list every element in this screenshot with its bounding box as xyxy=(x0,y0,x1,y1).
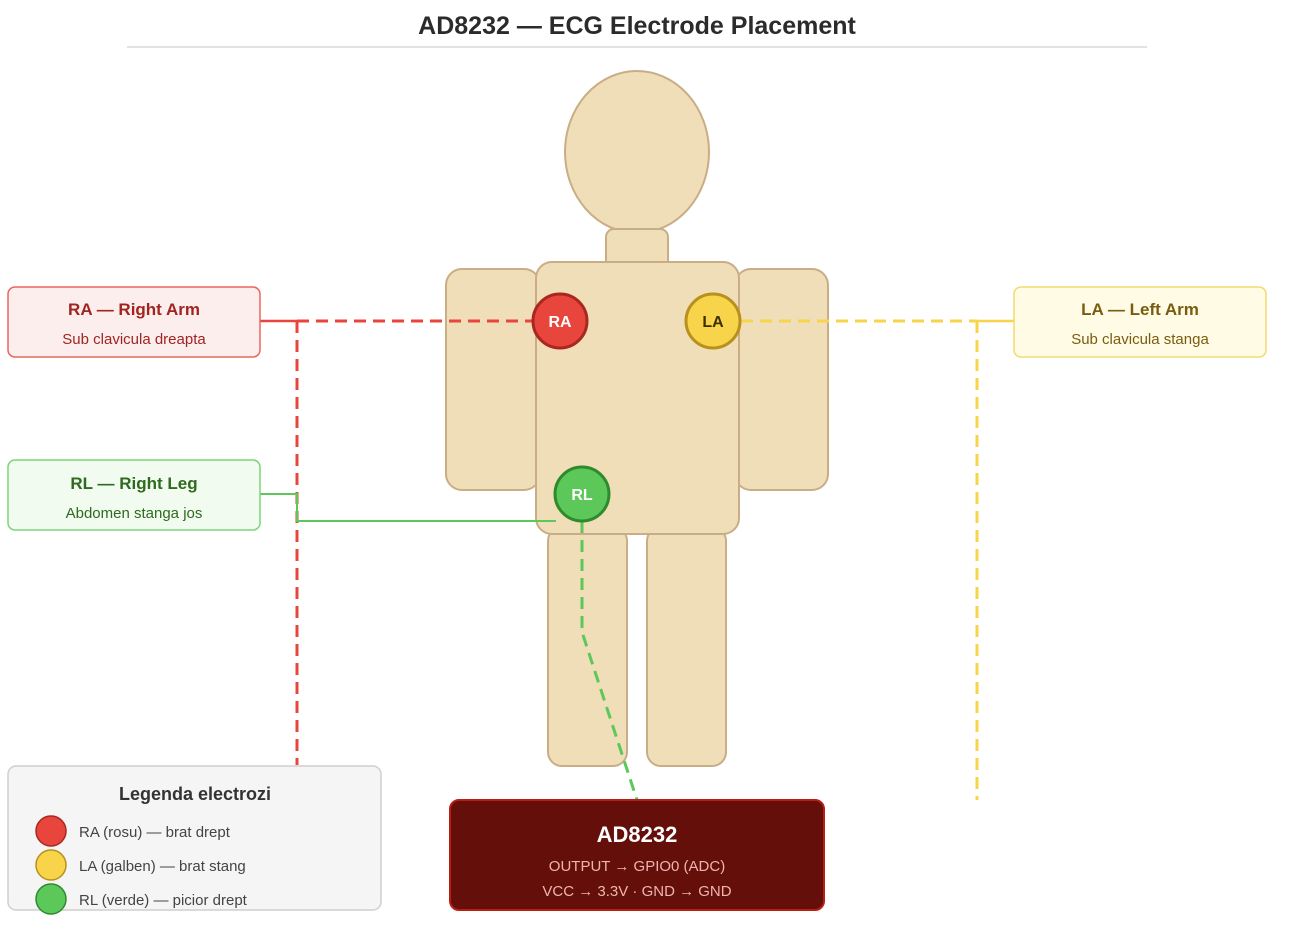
electrode-la: LA xyxy=(684,292,742,350)
legend-frame xyxy=(7,765,382,911)
ra-callout-title: RA — Right Arm xyxy=(68,300,200,319)
figure-right-arm xyxy=(445,268,541,491)
wires xyxy=(260,319,1014,801)
diagram-title: AD8232 — ECG Electrode Placement xyxy=(418,12,856,40)
human-figure xyxy=(445,70,829,767)
electrode-rl: RL xyxy=(553,465,611,523)
rl-callout-frame xyxy=(7,459,261,531)
la-callout-frame xyxy=(1013,286,1267,358)
legend-item-ra: RA (rosu) — brat drept xyxy=(79,824,231,841)
rl-wire-dashed xyxy=(580,521,639,801)
ra-callout-box: RA — Right Arm Sub clavicula dreapta xyxy=(7,286,261,358)
electrode-ra: RA xyxy=(531,292,589,350)
ra-wire-dashed xyxy=(295,319,532,765)
electrode-ra-label: RA xyxy=(548,314,572,331)
ra-callout-subtitle: Sub clavicula dreapta xyxy=(62,331,206,348)
electrode-la-dot xyxy=(684,292,742,350)
legend-rl-swatch xyxy=(35,883,67,915)
figure-left-leg xyxy=(646,526,727,767)
la-callout-box: LA — Left Arm Sub clavicula stanga xyxy=(1013,286,1267,358)
legend-title: Legenda electrozi xyxy=(119,784,271,804)
legend-la-swatch xyxy=(35,849,67,881)
electrode-la-label: LA xyxy=(702,314,724,331)
electrode-ra-dot xyxy=(531,292,589,350)
legend: Legenda electrozi RA (rosu) — brat drept… xyxy=(7,765,382,915)
ad8232-module: AD8232 OUTPUT → GPIO0 (ADC) VCC → 3.3V ·… xyxy=(449,799,825,911)
la-wire-dashed xyxy=(741,319,979,800)
module-power-line: VCC → 3.3V · GND → GND xyxy=(542,883,731,900)
la-callout-subtitle: Sub clavicula stanga xyxy=(1071,331,1209,348)
rl-wire-solid xyxy=(260,493,556,522)
module-name: AD8232 xyxy=(597,822,678,847)
legend-ra-swatch xyxy=(35,815,67,847)
rl-callout-subtitle: Abdomen stanga jos xyxy=(66,505,203,522)
rl-callout-box: RL — Right Leg Abdomen stanga jos xyxy=(7,459,261,531)
ra-callout-frame xyxy=(7,286,261,358)
legend-item-la: LA (galben) — brat stang xyxy=(79,858,246,875)
figure-head xyxy=(564,70,710,234)
electrode-rl-label: RL xyxy=(571,487,593,504)
module-frame xyxy=(449,799,825,911)
legend-item-rl: RL (verde) — picior drept xyxy=(79,892,248,909)
rl-callout-title: RL — Right Leg xyxy=(70,474,197,493)
figure-left-arm xyxy=(734,268,829,491)
la-callout-title: LA — Left Arm xyxy=(1081,300,1199,319)
module-output-line: OUTPUT → GPIO0 (ADC) xyxy=(549,858,725,875)
electrode-rl-dot xyxy=(553,465,611,523)
